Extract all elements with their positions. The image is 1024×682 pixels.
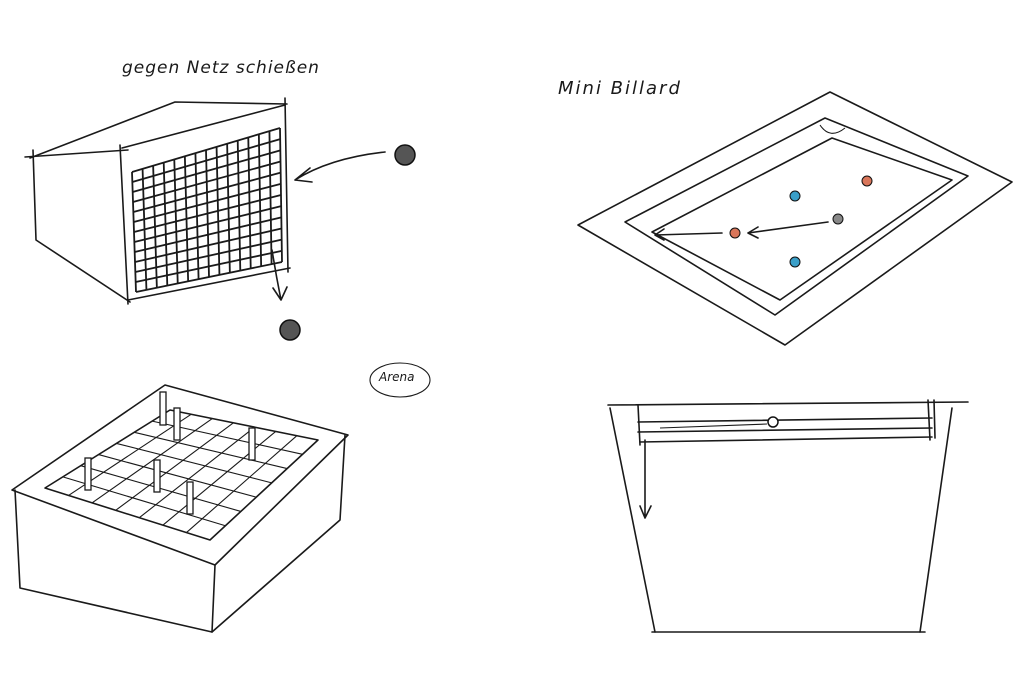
arrow-icon: [654, 228, 723, 241]
sketch-line: [162, 431, 277, 526]
billiard-table-sketch: [577, 91, 1013, 346]
arrow-icon: [294, 151, 386, 183]
sketch-line: [132, 160, 281, 203]
sketch-line: [138, 426, 255, 519]
sketch-line: [91, 418, 213, 504]
sketch-line: [133, 194, 282, 233]
sketch-line: [132, 149, 281, 193]
sketch-line: [186, 435, 298, 533]
arrow-icon: [747, 221, 829, 239]
red-ball-icon: [729, 227, 741, 239]
arena-label-bubble: [369, 362, 431, 398]
sketch-line: [134, 227, 282, 263]
sketch-line: [133, 171, 281, 213]
bucket-sketch: [607, 399, 969, 633]
ring-icon: [767, 416, 779, 428]
blue-ball-icon: [789, 256, 801, 268]
arrow-icon: [271, 249, 288, 301]
arena-posts: [84, 391, 256, 515]
post: [159, 391, 167, 426]
blue-ball-icon: [789, 190, 801, 202]
post: [173, 407, 181, 441]
sketch-line: [132, 138, 281, 183]
sketch-line: [98, 454, 257, 498]
net-sketch-title: gegen Netz schießen: [122, 58, 320, 78]
post: [186, 481, 194, 515]
ball-icon: [279, 319, 301, 341]
cue-ball-icon: [832, 213, 844, 225]
sketch-line: [134, 431, 288, 470]
sketch-line: [131, 127, 281, 173]
net-grid: [131, 127, 283, 293]
sketch-line: [133, 182, 282, 223]
net-box-sketch: [24, 97, 416, 341]
sketch-line: [134, 205, 282, 243]
arena-sketch-title: Arena: [379, 370, 415, 384]
sketch-line: [80, 465, 242, 512]
sketch-line: [116, 442, 272, 484]
post: [248, 427, 256, 461]
sketch-line: [135, 238, 282, 273]
arrow-icon: [639, 439, 652, 519]
sketch-line: [134, 216, 282, 253]
arena-grid: [62, 413, 303, 533]
post: [153, 459, 161, 493]
red-ball-icon: [861, 175, 873, 187]
post: [84, 457, 92, 491]
arena-sketch: [11, 362, 431, 633]
sketch-line: [115, 422, 234, 511]
ball-icon: [394, 144, 416, 166]
billiard-sketch-title: Mini Billard: [558, 78, 682, 99]
sketch-line: [135, 261, 283, 293]
sketch-line: [135, 249, 283, 283]
